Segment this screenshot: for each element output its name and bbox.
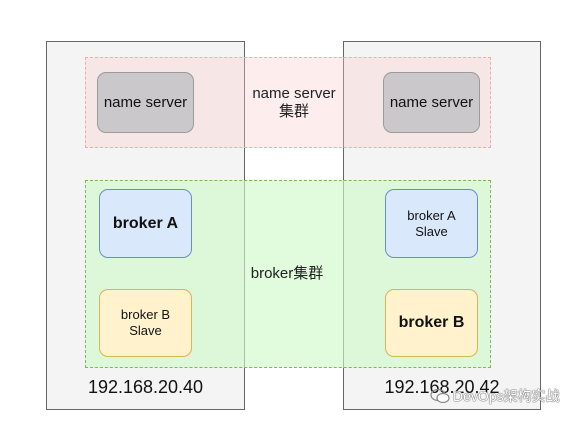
name-server-cluster-label-line1: name server (252, 85, 336, 102)
name-server-node-right: name server (383, 72, 480, 133)
wechat-icon (430, 389, 450, 403)
broker-a-master-label: broker A (112, 214, 179, 232)
broker-b-master-label: broker B (398, 314, 465, 331)
name-server-node-right-label: name server (389, 94, 474, 111)
name-server-cluster-label: name server 集群 (237, 85, 351, 121)
broker-a-slave-node: broker A Slave (385, 189, 478, 258)
host-ip-left: 192.168.20.40 (87, 377, 204, 397)
broker-a-slave-line1: broker A (407, 207, 456, 223)
name-server-node-left-label: name server (103, 94, 188, 111)
broker-b-slave-line2: Slave (129, 323, 162, 338)
watermark-text: DevOps架构实战 (453, 388, 560, 404)
broker-a-master-node: broker A (99, 189, 192, 258)
broker-b-slave-line1: broker B (120, 307, 171, 322)
watermark: DevOps架构实战 (430, 386, 560, 406)
broker-a-slave-line2: Slave (415, 223, 448, 239)
name-server-cluster-label-line2: 集群 (278, 103, 309, 120)
host-ip-right: 192.168.20.42 (384, 377, 500, 397)
name-server-node-left: name server (97, 72, 194, 133)
broker-b-master-node: broker B (385, 289, 478, 357)
broker-b-slave-node: broker B Slave (99, 289, 192, 357)
broker-cluster-label: broker集群 (250, 265, 324, 282)
